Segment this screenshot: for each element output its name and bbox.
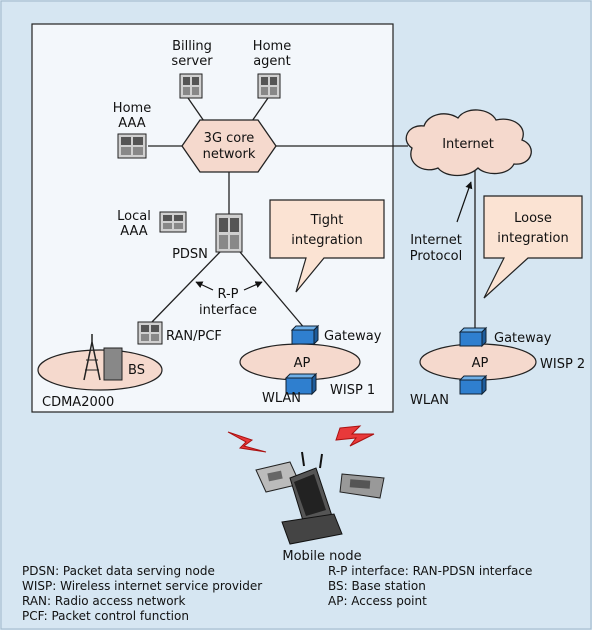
rp-arrow-right <box>243 281 263 291</box>
lightning-icon <box>227 431 267 453</box>
legend-entry: PDSN: Packet data serving node <box>22 564 215 578</box>
pdsn-label: PDSN <box>172 247 208 262</box>
bs-label: BS <box>128 363 145 378</box>
wisp-label-2: WISP 2 <box>540 357 585 372</box>
core-network-label-1: 3G core <box>204 131 255 146</box>
rp-label-2: interface <box>199 303 257 318</box>
legend-left-column: PDSN: Packet data serving node WISP: Wir… <box>22 564 262 624</box>
loose-label-2: integration <box>497 231 568 246</box>
laptop-icon <box>255 451 385 545</box>
local-aaa-label-2: AAA <box>120 224 148 239</box>
legend-entry: WISP: Wireless internet service provider <box>22 579 263 593</box>
legend-entry: PCF: Packet control function <box>22 609 189 623</box>
server-icon <box>137 321 163 345</box>
internet-protocol-label-1: Internet <box>410 233 462 248</box>
server-icon <box>215 213 243 253</box>
wlan-label-1: WLAN <box>262 391 301 406</box>
ap-label-1: AP <box>294 356 311 371</box>
legend-entry: R-P interface: RAN-PDSN interface <box>328 564 533 578</box>
hexagon-icon <box>181 119 277 173</box>
tight-label-1: Tight <box>310 213 344 228</box>
tower-icon <box>83 334 101 381</box>
home-agent-label-1: Home <box>253 39 291 54</box>
ip-arrow <box>456 181 473 223</box>
internet-protocol-label-2: Protocol <box>410 249 462 264</box>
billing-server-label-2: server <box>171 54 213 69</box>
core-network-label-2: network <box>203 147 256 162</box>
ran-pcf-label: RAN/PCF <box>166 329 222 344</box>
loose-integration-callout <box>483 195 583 299</box>
legend-entry: BS: Base station <box>328 579 426 593</box>
server-icon <box>257 73 281 99</box>
mobile-node-label: Mobile node <box>282 549 361 564</box>
gateway-icon <box>458 374 488 396</box>
billing-server-label-1: Billing <box>172 39 212 54</box>
local-aaa-label-1: Local <box>117 209 151 224</box>
gateway-icon <box>458 326 488 348</box>
internet-label: Internet <box>442 137 494 152</box>
legend-entry: RAN: Radio access network <box>22 594 186 608</box>
home-agent-label-2: agent <box>253 54 291 69</box>
ap-label-2: AP <box>472 356 489 371</box>
home-aaa-label-1: Home <box>113 101 151 116</box>
cloud-icon <box>405 109 532 177</box>
gateway-icon <box>284 372 318 396</box>
legend-right-column: R-P interface: RAN-PDSN interface BS: Ba… <box>328 564 532 609</box>
bs-cabinet <box>103 347 123 381</box>
legend-entry: AP: Access point <box>328 594 427 608</box>
gateway-label-2: Gateway <box>494 331 552 346</box>
gateway-icon <box>290 324 320 346</box>
wlan-label-2: WLAN <box>410 393 449 408</box>
rp-label-1: R-P <box>217 287 238 302</box>
server-icon <box>117 133 147 159</box>
wisp-label-1: WISP 1 <box>330 383 375 398</box>
legend: PDSN: Packet data serving node WISP: Wir… <box>22 564 582 628</box>
home-aaa-label-2: AAA <box>118 116 146 131</box>
tight-label-2: integration <box>291 233 362 248</box>
server-icon <box>179 73 203 99</box>
rp-arrow-left <box>195 281 214 291</box>
gateway-label-1: Gateway <box>324 329 382 344</box>
tight-integration-callout <box>269 199 385 293</box>
server-icon <box>159 211 187 233</box>
cdma-label: CDMA2000 <box>42 395 114 410</box>
loose-label-1: Loose <box>514 211 552 226</box>
bs-ellipse <box>37 349 163 391</box>
lightning-icon <box>335 425 375 447</box>
